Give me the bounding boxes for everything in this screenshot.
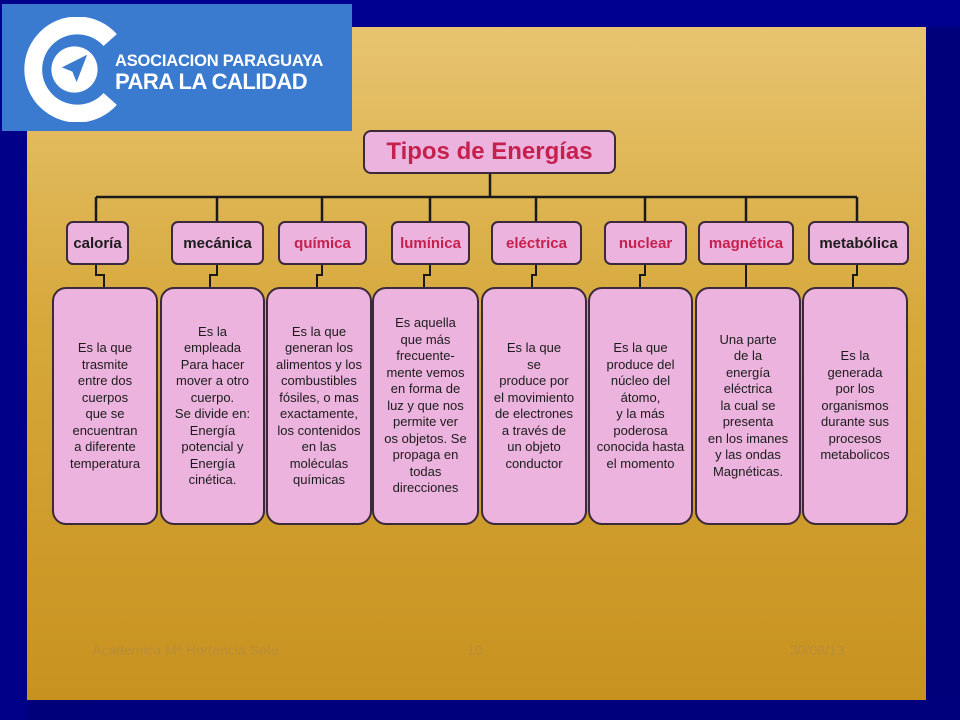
diagram-title: Tipos de Energías [363, 130, 616, 174]
description-nuclear: Es la que produce del núcleo del átomo, … [588, 287, 693, 525]
description-quimica: Es la que generan los alimentos y los co… [266, 287, 372, 525]
footer-page-number: 10 [467, 642, 483, 658]
paper-plane-in-ring-icon [24, 17, 117, 122]
category-electrica: eléctrica [491, 221, 582, 265]
description-luminica: Es aquella que más frecuente- mente vemo… [372, 287, 479, 525]
category-magnetica: magnética [698, 221, 794, 265]
description-metabolica: Es la generada por los organismos durant… [802, 287, 908, 525]
description-mecanica: Es la empleada Para hacer mover a otro c… [160, 287, 265, 525]
logo-line1: ASOCIACION PARAGUAYA [115, 52, 324, 70]
logo-line2: PARA LA CALIDAD [115, 69, 308, 94]
logo: ASOCIACION PARAGUAYA PARA LA CALIDAD [2, 4, 352, 131]
category-caloria: caloría [66, 221, 129, 265]
description-electrica: Es la que se produce por el movimiento d… [481, 287, 587, 525]
footer-date: 30/08/13 [790, 642, 845, 658]
category-nuclear: nuclear [604, 221, 687, 265]
category-quimica: química [278, 221, 367, 265]
category-metabolica: metabólica [808, 221, 909, 265]
category-luminica: lumínica [391, 221, 470, 265]
description-caloria: Es la que trasmite entre dos cuerpos que… [52, 287, 158, 525]
footer-author: Academica Mª Hortencia Soto [92, 642, 279, 658]
category-mecanica: mecánica [171, 221, 264, 265]
frame-bottom [90, 700, 960, 720]
description-magnetica: Una parte de la energía eléctrica la cua… [695, 287, 801, 525]
